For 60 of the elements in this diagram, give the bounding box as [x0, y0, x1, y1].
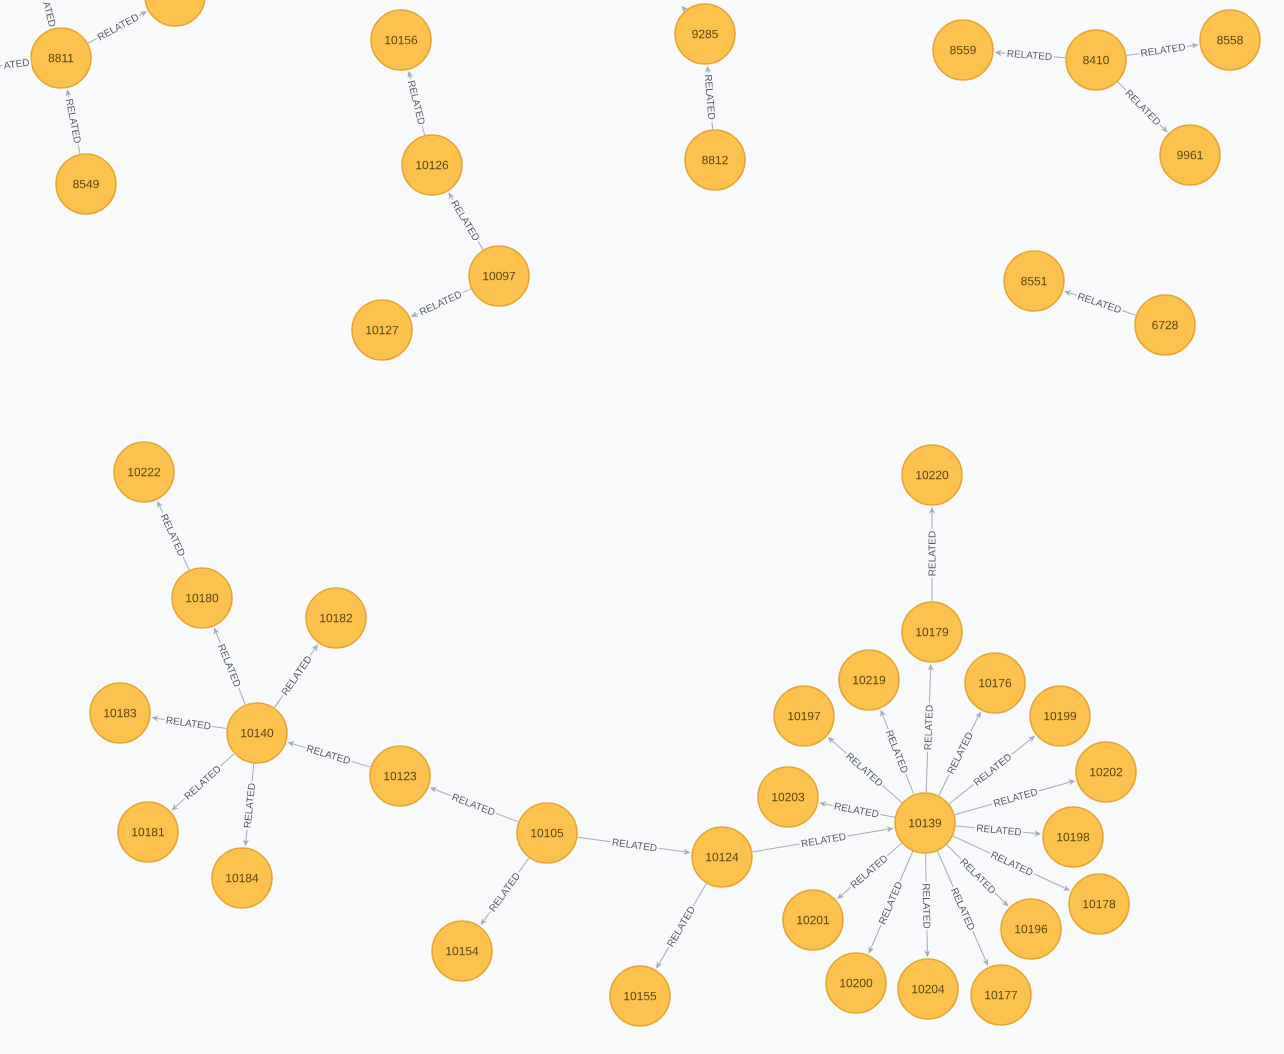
- graph-node: 10201: [782, 889, 844, 951]
- graph-node: 10178: [1068, 873, 1130, 935]
- edge-label: RELATED: [928, 531, 936, 576]
- edge-label: RELATED: [1007, 49, 1052, 60]
- graph-node: 10220: [901, 444, 963, 506]
- graph-node: 10179: [901, 601, 963, 663]
- graph-node: 10139: [894, 792, 956, 854]
- graph-node: 10154: [431, 920, 493, 982]
- graph-node: 10182: [305, 587, 367, 649]
- graph-node: 10183: [89, 682, 151, 744]
- graph-node: 8811: [30, 27, 92, 89]
- edge-label: RELATED: [704, 74, 715, 120]
- graph-node: 10176: [964, 652, 1026, 714]
- graph-node: 10202: [1075, 741, 1137, 803]
- graph-node: 10198: [1042, 806, 1104, 868]
- graph-node: 9285: [674, 3, 736, 65]
- graph-node: 10222: [113, 441, 175, 503]
- graph-node: 8559: [932, 19, 994, 81]
- graph-node: 6728: [1134, 294, 1196, 356]
- graph-node: 10155: [609, 965, 671, 1027]
- edge-label: RELATED: [166, 716, 211, 730]
- edge-label: RELATED: [243, 783, 255, 828]
- arrow: [681, 6, 688, 12]
- graph-node: 8812: [684, 129, 746, 191]
- graph-node: 10219: [838, 649, 900, 711]
- graph-node: 10196: [1000, 898, 1062, 960]
- edge-label: RELATED: [834, 802, 879, 817]
- graph-node: 10184: [211, 847, 273, 909]
- edge-label: RELATED: [801, 833, 846, 847]
- edge-label: RELATED: [612, 838, 657, 851]
- graph-node: 10203: [757, 766, 819, 828]
- edge-label: RELATED: [65, 98, 81, 143]
- graph-node: 10204: [897, 958, 959, 1020]
- graph-node: 10127: [351, 299, 413, 361]
- graph-node: 10140: [226, 702, 288, 764]
- graph-node: 10126: [401, 134, 463, 196]
- partial-node: [144, 0, 206, 27]
- graph-node: 10097: [468, 245, 530, 307]
- graph-node: 10200: [825, 952, 887, 1014]
- graph-node: 10156: [370, 9, 432, 71]
- graph-node: 10124: [691, 826, 753, 888]
- graph-node: 8410: [1065, 29, 1127, 91]
- graph-node: 9961: [1159, 124, 1221, 186]
- graph-node: 8549: [55, 153, 117, 215]
- edge-label: RELATED: [976, 824, 1022, 836]
- graph-node: 10177: [970, 964, 1032, 1026]
- graph-node: 10199: [1029, 685, 1091, 747]
- graph-node: 10105: [516, 802, 578, 864]
- graph-node: 8558: [1199, 9, 1261, 71]
- edge-label: RELATED: [1140, 43, 1186, 57]
- graph-node: 10197: [773, 685, 835, 747]
- edge-label: RELATED: [924, 705, 933, 750]
- graph-node: 10181: [117, 801, 179, 863]
- edge-label: ATED: [4, 59, 29, 69]
- graph-node: 8551: [1003, 250, 1065, 312]
- graph-node: 10123: [369, 745, 431, 807]
- graph-node: 10180: [171, 567, 233, 629]
- edge-label: ATED: [42, 2, 56, 27]
- edge-label: RELATED: [922, 884, 931, 929]
- edge-label: RELATED: [407, 80, 425, 125]
